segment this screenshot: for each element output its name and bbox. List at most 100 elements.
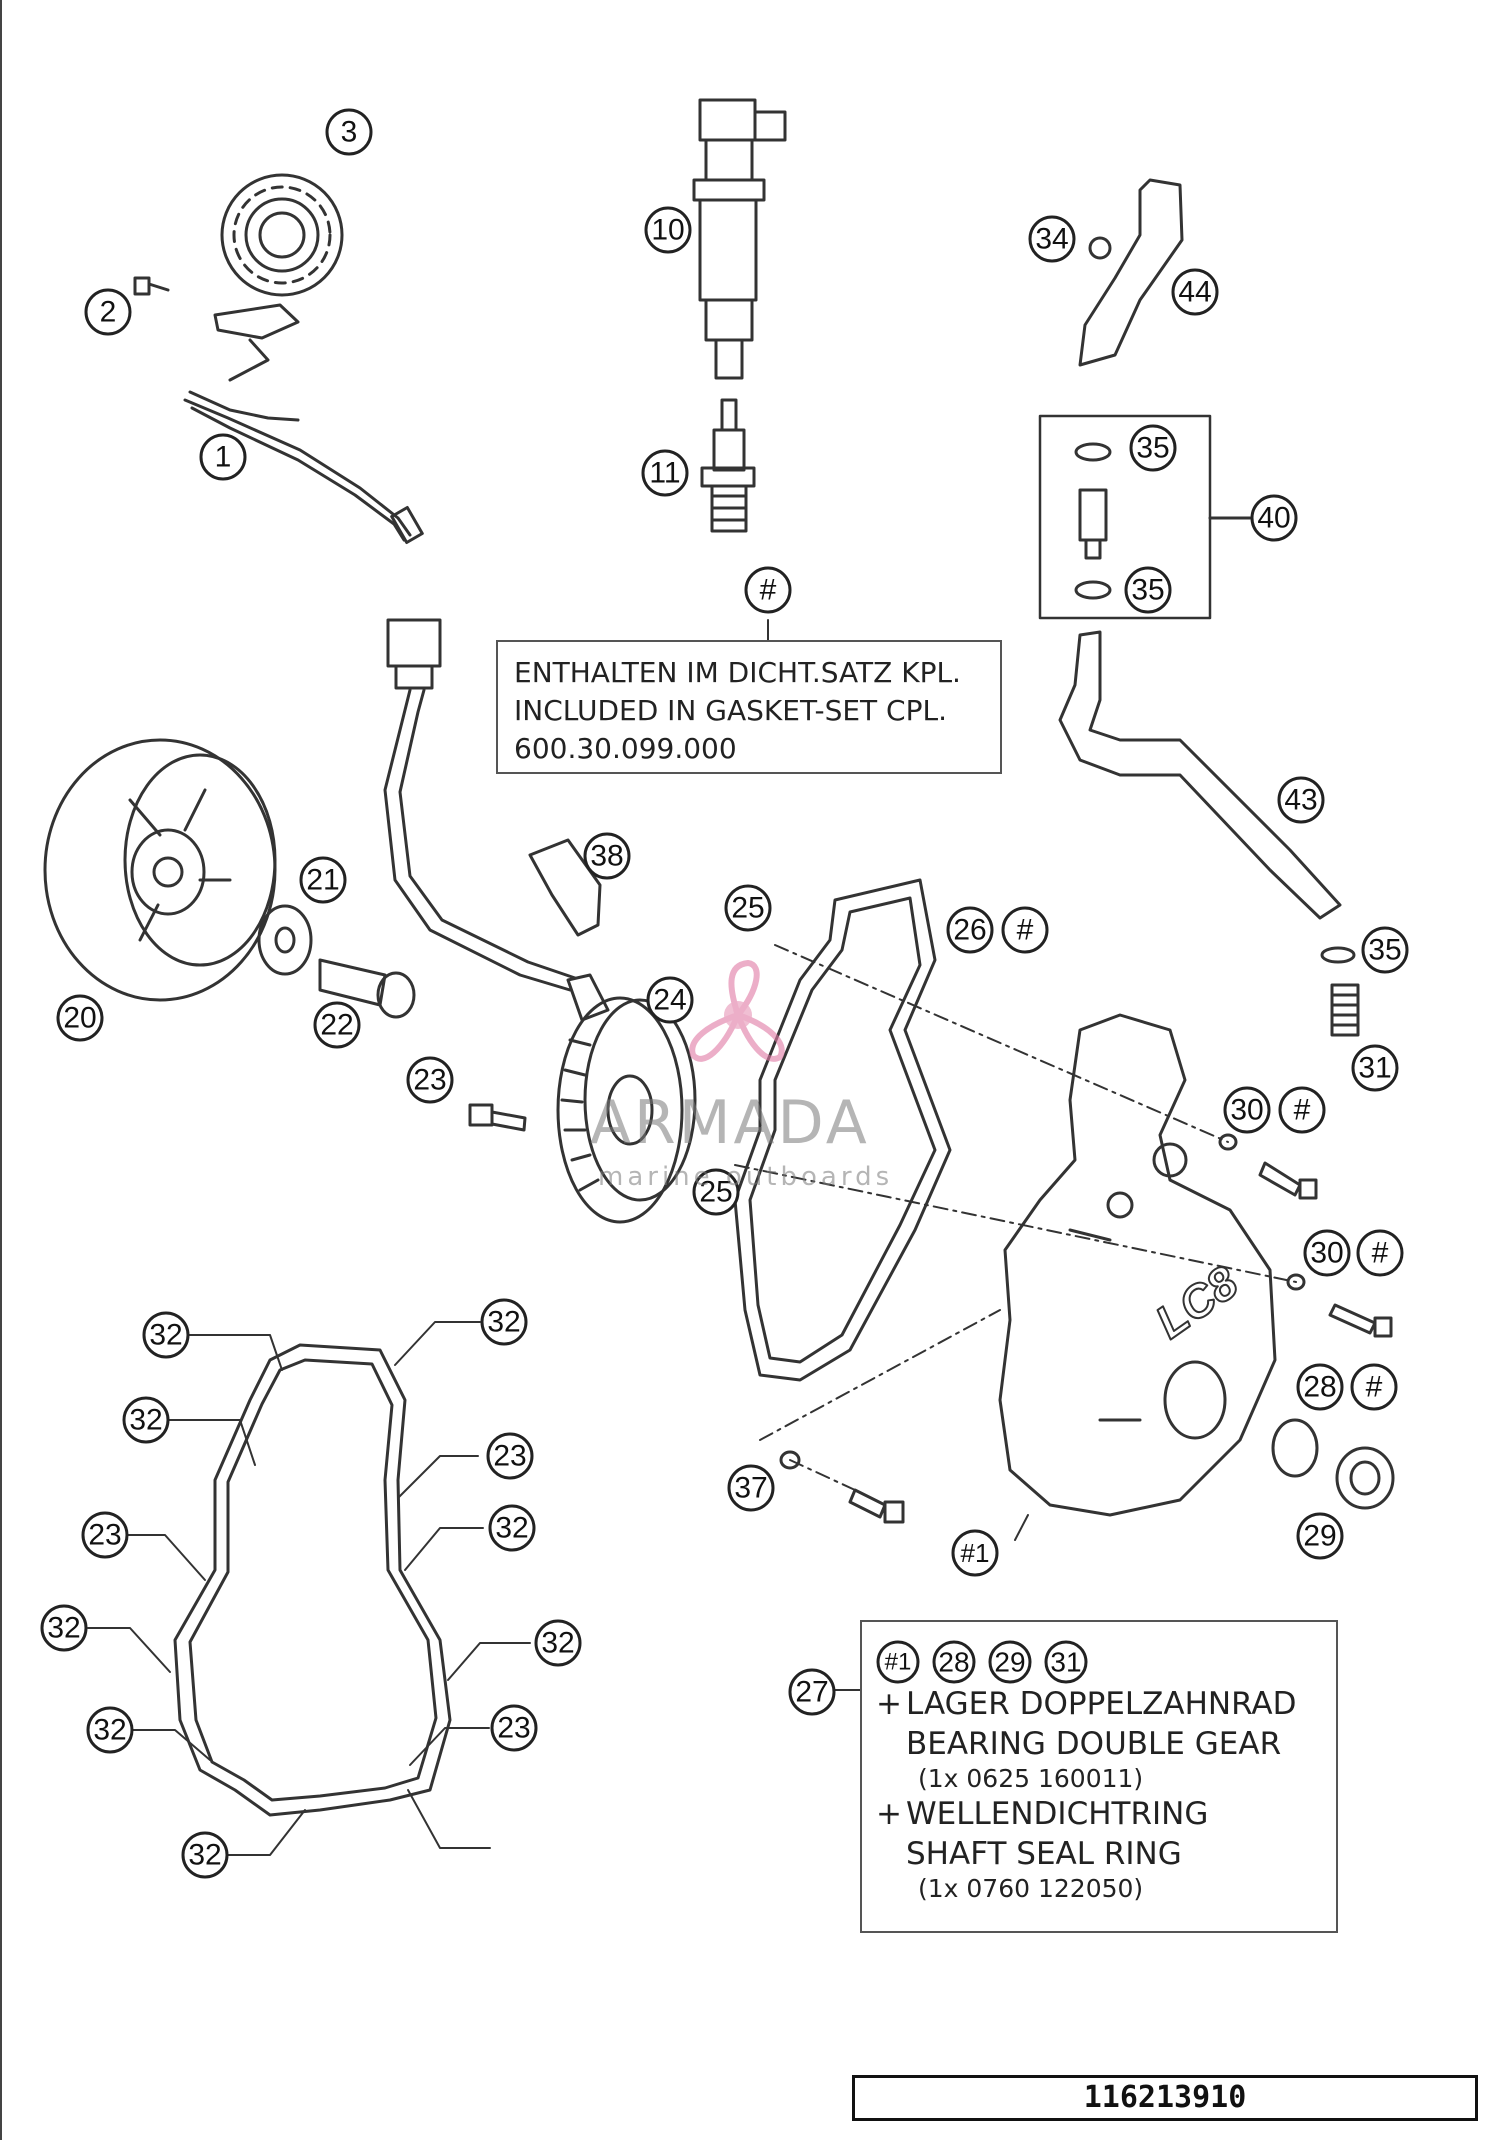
callout-20: 20 xyxy=(63,1002,96,1035)
callout-hash-30b: # xyxy=(1372,1237,1389,1270)
kit-ref: 29 xyxy=(994,1647,1025,1678)
gasket-note-line-en: INCLUDED IN GASKET-SET CPL. xyxy=(514,694,947,727)
gasket-set-note: ENTHALTEN IM DICHT.SATZ KPL. INCLUDED IN… xyxy=(496,640,1002,774)
screw-30a xyxy=(1218,1133,1318,1200)
valve-box-40 xyxy=(1038,414,1252,620)
callout-30b: 30 xyxy=(1310,1237,1343,1270)
callout-hash-top: # xyxy=(760,574,777,607)
gasket-callout-32: 32 xyxy=(495,1512,528,1545)
callout-34: 34 xyxy=(1035,223,1068,256)
kit-refs: #1 28 29 31 xyxy=(876,1640,1324,1684)
bolt-22 xyxy=(318,958,416,1019)
callout-23: 23 xyxy=(413,1064,446,1097)
washer-21 xyxy=(257,904,313,976)
callout-25a: 25 xyxy=(731,892,764,925)
callout-22: 22 xyxy=(320,1009,353,1042)
callout-10: 10 xyxy=(651,214,684,247)
callout-35c: 35 xyxy=(1368,934,1401,967)
callout-29: 29 xyxy=(1303,1520,1336,1553)
kit-ref: #1 xyxy=(885,1649,912,1676)
page-border xyxy=(0,0,2,2140)
hose-43 xyxy=(1058,630,1342,920)
callout-2: 2 xyxy=(100,296,117,329)
spark-plug xyxy=(700,398,756,533)
stator xyxy=(556,996,697,1224)
kit-item-1-de: LAGER DOPPELZAHNRAD xyxy=(906,1686,1297,1722)
watermark-title: ARMADA xyxy=(590,1088,870,1158)
bolt-23 xyxy=(468,1103,527,1132)
crankcase-gasket xyxy=(173,1343,452,1817)
callout-ref-1: #1 xyxy=(961,1538,990,1568)
kit-item-1-de-row: +LAGER DOPPELZAHNRAD xyxy=(876,1684,1324,1724)
callout-43: 43 xyxy=(1284,784,1317,817)
plug-29 xyxy=(1335,1446,1395,1510)
callout-11: 11 xyxy=(649,457,680,490)
gasket-callout-32: 32 xyxy=(129,1404,162,1437)
callout-35a: 35 xyxy=(1136,432,1169,465)
kit-ref: 31 xyxy=(1050,1647,1081,1678)
cover-logo: LC8 xyxy=(1146,1256,1247,1349)
gasket-callout-32: 32 xyxy=(541,1627,574,1660)
seal-35 xyxy=(1320,946,1356,964)
callout-44: 44 xyxy=(1178,276,1211,309)
callout-1: 1 xyxy=(215,441,232,474)
plus-icon: + xyxy=(876,1686,902,1722)
callout-30a: 30 xyxy=(1230,1094,1263,1127)
o-ring-28 xyxy=(1271,1418,1319,1478)
gasket-callout-32: 32 xyxy=(188,1839,221,1872)
callout-hash-26: # xyxy=(1017,914,1034,947)
kit-contents-note: #1 28 29 31 +LAGER DOPPELZAHNRAD BEARING… xyxy=(860,1620,1338,1933)
kit-item-1-en: BEARING DOUBLE GEAR xyxy=(906,1726,1282,1762)
assembly-lines xyxy=(734,944,1297,1491)
callout-circles xyxy=(40,108,1409,1879)
kit-ref-circles: #1 28 29 31 xyxy=(876,1640,1088,1684)
screw-37 xyxy=(779,1450,905,1524)
kit-item-2-de: WELLENDICHTRING xyxy=(906,1796,1209,1832)
callout-38: 38 xyxy=(590,840,623,873)
callout-hash-30a: # xyxy=(1294,1094,1311,1127)
callout-31: 31 xyxy=(1358,1052,1391,1085)
callout-25b: 25 xyxy=(699,1176,732,1209)
flywheel xyxy=(43,738,277,1002)
spring-31 xyxy=(1330,983,1360,1037)
watermark-subtitle: marine outboards xyxy=(598,1162,894,1192)
grommet-38 xyxy=(528,838,602,937)
stator-cable xyxy=(383,618,610,1022)
kit-item-2-de-row: +WELLENDICHTRING xyxy=(876,1794,1324,1834)
propeller-logo xyxy=(689,959,785,1062)
ignition-cover xyxy=(998,1013,1277,1517)
trigger-wheel xyxy=(220,173,344,297)
gasket-note-line-de: ENTHALTEN IM DICHT.SATZ KPL. xyxy=(514,656,961,689)
kit-item-2-code: (1x 0760 122050) xyxy=(918,1874,1144,1903)
ignition-coil xyxy=(692,98,787,380)
kit-item-2-en: SHAFT SEAL RING xyxy=(906,1836,1182,1872)
gasket-note-part-number: 600.30.099.000 xyxy=(514,732,737,765)
hose-44 xyxy=(1078,178,1184,367)
gasket-callout-32: 32 xyxy=(149,1319,182,1352)
callout-35b: 35 xyxy=(1131,574,1164,607)
diagram-part-number: 116213910 xyxy=(852,2075,1478,2121)
callout-24: 24 xyxy=(653,984,686,1017)
gasket-callout-23: 23 xyxy=(493,1440,526,1473)
callout-26: 26 xyxy=(953,914,986,947)
screw-30b xyxy=(1286,1273,1393,1338)
cover-gasket xyxy=(733,878,952,1382)
plus-icon: + xyxy=(876,1796,902,1832)
pickup-sensor xyxy=(183,303,424,544)
callout-21: 21 xyxy=(306,864,339,897)
callout-40: 40 xyxy=(1257,502,1290,535)
kit-item-1-code: (1x 0625 160011) xyxy=(918,1764,1144,1793)
callout-3: 3 xyxy=(341,116,358,149)
bolt-2 xyxy=(133,276,170,296)
gasket-callout-23: 23 xyxy=(88,1519,121,1552)
kit-ref: 28 xyxy=(938,1647,969,1678)
gasket-callout-32: 32 xyxy=(93,1714,126,1747)
callout-37: 37 xyxy=(734,1472,767,1505)
gasket-callout-32: 32 xyxy=(487,1306,520,1339)
callout-28: 28 xyxy=(1303,1371,1336,1404)
callout-leaders xyxy=(87,619,1029,1856)
gasket-callout-23: 23 xyxy=(497,1712,530,1745)
gasket-callout-32: 32 xyxy=(47,1612,80,1645)
callout-hash-28: # xyxy=(1366,1371,1383,1404)
